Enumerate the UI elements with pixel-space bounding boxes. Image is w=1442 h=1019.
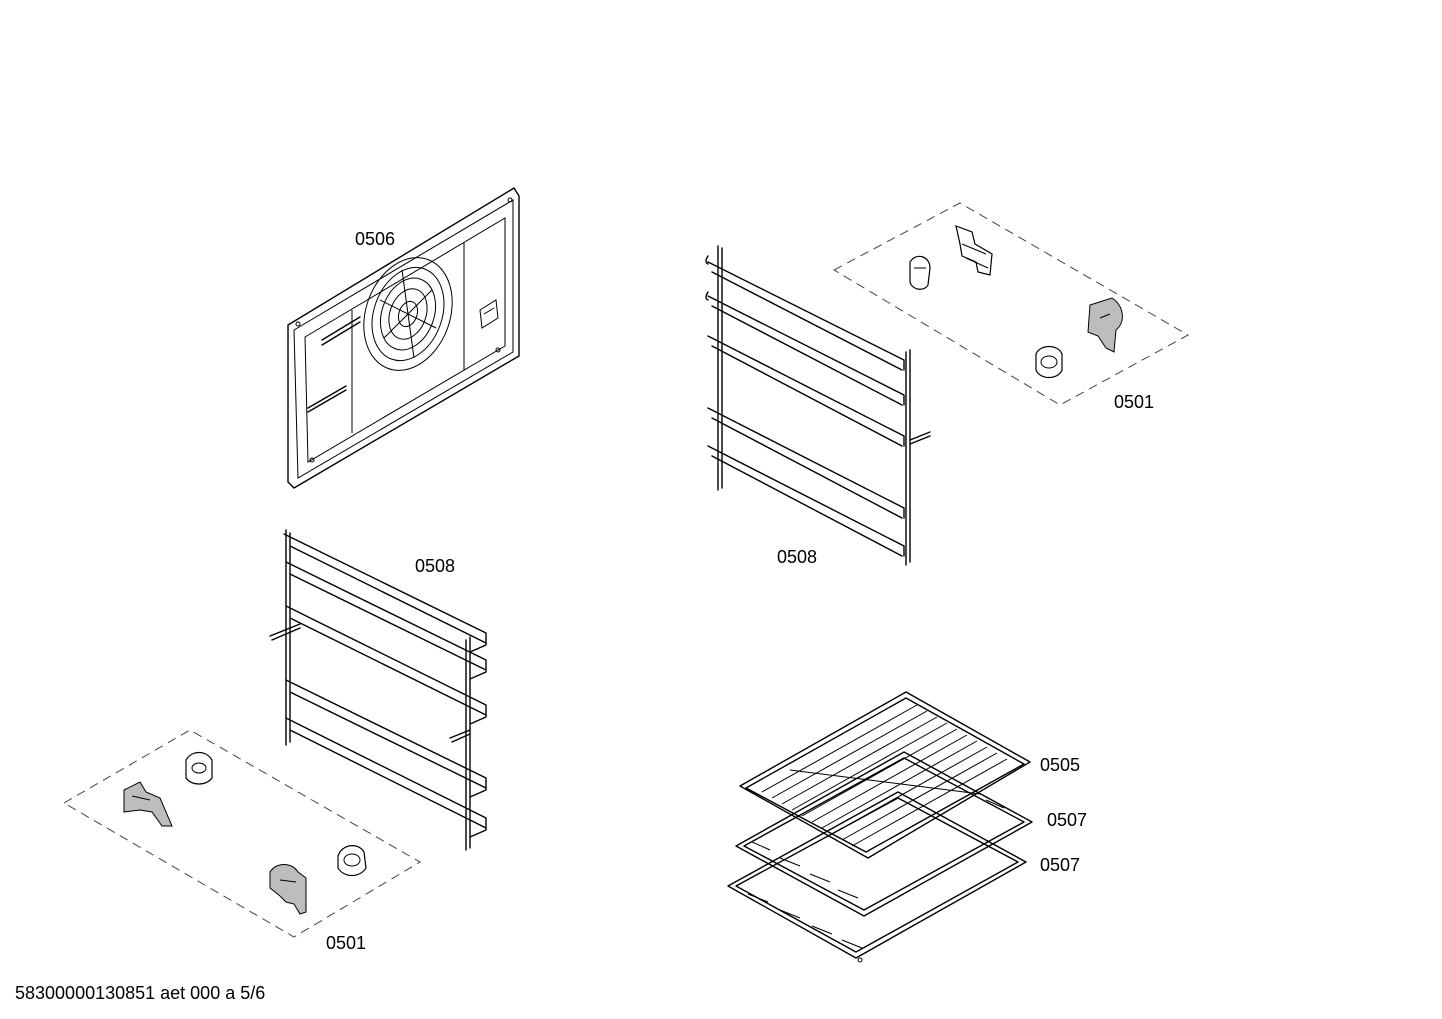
shelf-support-right-0508 <box>705 245 931 566</box>
clips-group-top-right-0501 <box>832 202 1190 406</box>
callout-0505-wire-rack: 0505 <box>1040 755 1081 775</box>
callout-0507-tray-lower: 0507 <box>1040 855 1081 875</box>
shelf-support-left-0508 <box>269 529 487 851</box>
callout-0501-clips-bottom: 0501 <box>326 933 367 953</box>
wire-rack-0505 <box>739 691 1031 859</box>
baking-tray-upper-0507 <box>735 751 1033 917</box>
callout-0508-shelf-right: 0508 <box>777 547 818 567</box>
callout-0507-tray-upper: 0507 <box>1047 810 1088 830</box>
callout-0508-shelf-left: 0508 <box>415 556 456 576</box>
clips-group-bottom-left-0501 <box>63 729 421 938</box>
back-panel-0506 <box>287 187 520 489</box>
callout-0501-clips-top: 0501 <box>1114 392 1155 412</box>
document-footer-id: 58300000130851 aet 000 a 5/6 <box>15 983 266 1003</box>
baking-tray-lower-0507 <box>727 791 1027 963</box>
callout-0506-back-panel: 0506 <box>355 229 396 249</box>
